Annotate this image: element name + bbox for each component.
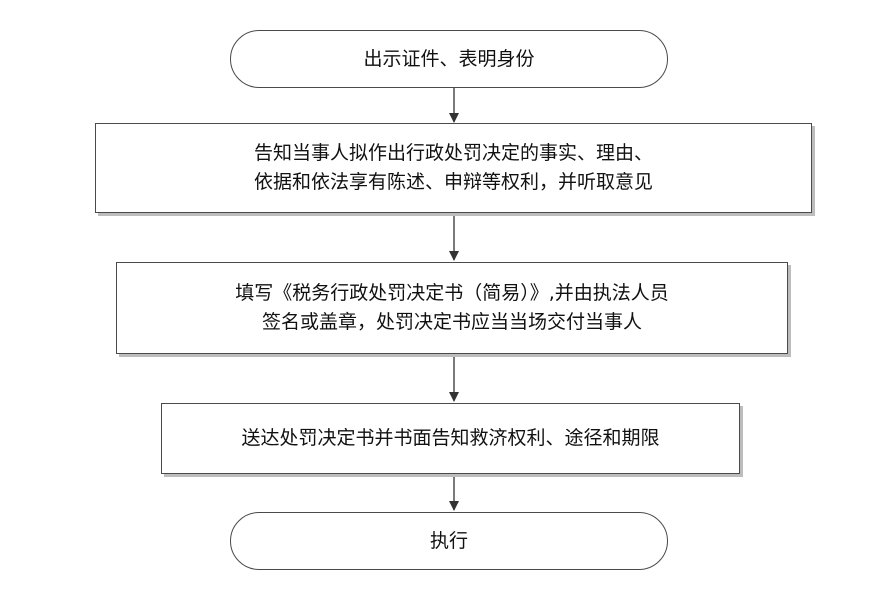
node-text: 执行 — [429, 529, 468, 552]
node-show-credentials: 出示证件、表明身份 — [230, 30, 668, 88]
node-text: 送达处罚决定书并书面告知救济权利、途径和期限 — [241, 427, 660, 449]
node-text-line-1: 填写《税务行政处罚决定书（简易）》,并由执法人员 — [235, 282, 669, 304]
node-deliver-decision: 送达处罚决定书并书面告知救济权利、途径和期限 — [161, 403, 740, 474]
node-text-line-1: 告知当事人拟作出行政处罚决定的事实、理由、 — [253, 142, 653, 164]
node-inform-party: 告知当事人拟作出行政处罚决定的事实、理由、 依据和依法享有陈述、申辩等权利，并听… — [95, 123, 812, 213]
node-text-line-2: 签名或盖章，处罚决定书应当当场交付当事人 — [261, 311, 642, 333]
node-text: 出示证件、表明身份 — [363, 47, 535, 70]
node-execute: 执行 — [230, 512, 668, 570]
node-text-line-2: 依据和依法享有陈述、申辩等权利，并听取意见 — [253, 171, 653, 193]
node-fill-decision: 填写《税务行政处罚决定书（简易）》,并由执法人员 签名或盖章，处罚决定书应当当场… — [116, 262, 788, 354]
